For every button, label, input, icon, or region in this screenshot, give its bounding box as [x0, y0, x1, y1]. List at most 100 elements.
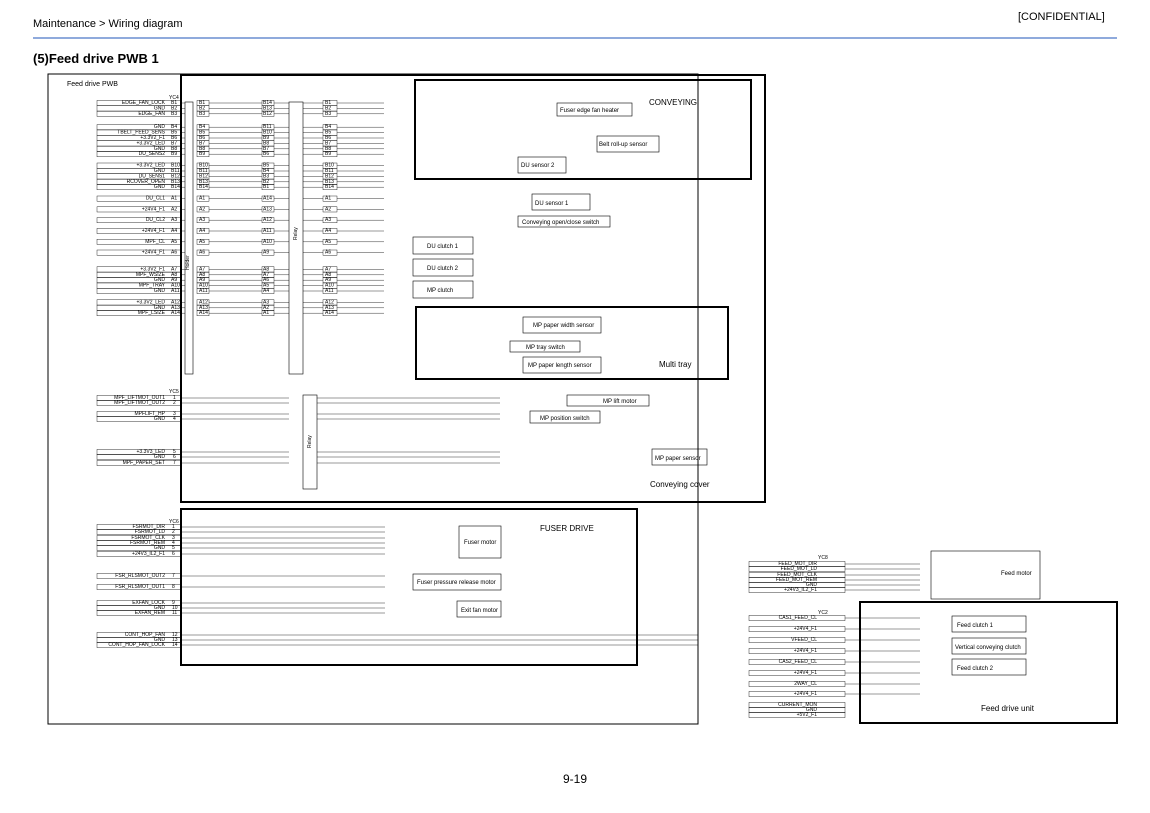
pin-label: B7 — [325, 140, 331, 146]
pin-label: B5 — [325, 130, 331, 136]
pin-label: B9 — [263, 135, 269, 141]
pin-label: A2 — [171, 206, 177, 212]
pin-label: B1 — [171, 100, 177, 106]
pin-label: A7 — [199, 266, 205, 272]
signal-label: GND — [154, 277, 166, 283]
signal-label: CONT_HOP_FAN — [125, 632, 166, 638]
pin-label: B10 — [263, 130, 272, 136]
signal-label: MPF_PAPER_SET — [123, 460, 165, 466]
pin-label: A14 — [325, 310, 334, 316]
pin-label: B11 — [199, 168, 208, 174]
yc2-row: +24V4_F1 — [748, 691, 920, 697]
section-conveying: CONVEYING — [649, 98, 697, 107]
pin-label: A2 — [263, 305, 269, 311]
signal-label: +3.3V2_LED — [137, 140, 166, 146]
pin-label: B5 — [263, 163, 269, 169]
pin-label: A5 — [263, 283, 269, 289]
pin-label: B9 — [171, 151, 177, 157]
pin-label: A13 — [325, 305, 334, 311]
signal-label: MPF_LIFTMOT_OUT1 — [114, 395, 165, 401]
pin-label: A10 — [263, 239, 272, 245]
label-du-clutch-2: DU clutch 2 — [427, 266, 459, 272]
signal-label: +24V4_F1 — [794, 670, 817, 676]
pin-label: B11 — [325, 168, 334, 174]
pin-label: A6 — [199, 250, 205, 256]
pin-label: B10 — [199, 163, 208, 169]
pin-label: B13 — [199, 179, 208, 185]
pin-label: A4 — [263, 288, 269, 294]
pin-label: B11 — [263, 124, 272, 130]
label-mp-position-switch: MP position switch — [540, 416, 590, 422]
pin-label: B13 — [325, 179, 334, 185]
pin-label: 7 — [173, 460, 176, 466]
signal-label: +3.3V2_F1 — [140, 135, 165, 141]
signal-label: FEED_MOT_LD — [781, 566, 818, 572]
label-fuser-edge-fan: Fuser edge fan heater — [560, 108, 619, 114]
breadcrumb: Maintenance > Wiring diagram — [33, 18, 183, 30]
signal-label: +24V4_F1 — [794, 648, 817, 654]
pin-label: A6 — [325, 250, 331, 256]
pin-label: B2 — [325, 105, 331, 111]
yc8-row: FEED_MOT_REM — [748, 577, 920, 583]
label-du-clutch-1: DU clutch 1 — [427, 244, 459, 250]
pin-label: A9 — [199, 277, 205, 283]
pin-label: A7 — [171, 266, 177, 272]
pin-label: B7 — [171, 140, 177, 146]
pin-label: A8 — [325, 272, 331, 278]
pin-label: B6 — [263, 151, 269, 157]
label-exit-fan-motor: Exit fan motor — [461, 608, 498, 614]
pin-label: A13 — [263, 206, 272, 212]
signal-label: MPF_CL — [145, 239, 165, 245]
pin-label: B2 — [263, 179, 269, 185]
signal-label: +24V4_F1 — [142, 228, 165, 234]
signal-label: CONT_HOP_FAN_LOCK — [108, 642, 165, 648]
pin-label: B2 — [171, 105, 177, 111]
yc2-row: +24V4_F1 — [748, 648, 920, 654]
signal-label: VFEED_CL — [791, 637, 817, 643]
signal-label: FEED_MOT_CLK — [777, 572, 817, 578]
feed-drive-unit-frame — [859, 601, 1118, 724]
pin-label: A10 — [325, 283, 334, 289]
pin-label: A9 — [325, 277, 331, 283]
label-vertical-conveying-clutch: Vertical conveying clutch — [955, 645, 1021, 651]
yc2-row: GND — [748, 707, 846, 713]
signal-label: +24V4_F1 — [794, 691, 817, 697]
yc2-row: +24V4_F1 — [748, 670, 920, 676]
pin-label: A1 — [263, 310, 269, 316]
pin-label: B6 — [171, 135, 177, 141]
pin-label: A13 — [199, 305, 208, 311]
pin-label: B12 — [263, 111, 272, 117]
pin-label: A3 — [325, 217, 331, 223]
pin-label: B6 — [199, 135, 205, 141]
pin-label: A12 — [325, 299, 334, 305]
label-mp-paper-sensor: MP paper sensor — [655, 456, 701, 462]
pin-label: 11 — [172, 610, 177, 616]
signal-label: DU_CL2 — [146, 217, 165, 223]
yc2-row: CAS2_FEED_CL — [748, 659, 920, 665]
yc2-row: CURRENT_MON — [748, 702, 846, 708]
label-du-sensor-1: DU sensor 1 — [535, 201, 569, 207]
signal-label: GND — [154, 184, 166, 190]
pin-label: B9 — [199, 151, 205, 157]
relay-label-yc5: Relay — [307, 435, 313, 448]
